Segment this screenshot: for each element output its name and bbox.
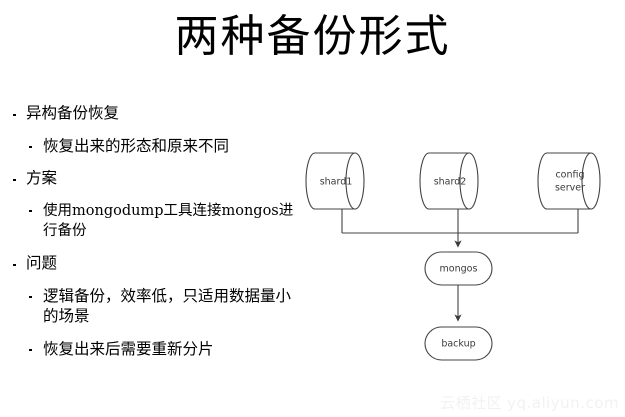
node-label-backup: backup [441, 339, 475, 350]
list-item: 逻辑备份，效率低，只适用数据量小的场景 [0, 286, 305, 326]
list-item: 使用mongodump工具连接mongos进行备份 [0, 201, 305, 241]
list-item: 方案 [0, 169, 305, 188]
list-item-label: 使用mongodump工具连接mongos进行备份 [43, 203, 294, 239]
node-shard1 [305, 152, 365, 210]
list-item: 异构备份恢复 [0, 104, 305, 123]
node-config-server [537, 152, 601, 210]
node-label-mongos: mongos [440, 264, 478, 275]
list-item-label: 方案 [26, 169, 58, 187]
bullet-dot-icon [13, 178, 16, 182]
node-label-shard1: shard1 [320, 177, 353, 188]
bullet-dot-icon [13, 113, 16, 117]
node-label-config-line1: config [555, 170, 584, 181]
watermark-cn-text: 云栖社区 [440, 394, 503, 412]
page-title: 两种备份形式 [174, 11, 451, 62]
bullet-dot-icon [29, 295, 32, 299]
bullet-dot-icon [29, 209, 32, 213]
architecture-diagram: shard1 shard2 config server mongos backu… [300, 140, 625, 390]
edge-bus [341, 209, 579, 234]
list-item-label: 恢复出来后需要重新分片 [43, 340, 214, 358]
list-item-label: 问题 [26, 254, 58, 272]
list-item: 恢复出来后需要重新分片 [0, 339, 305, 359]
bullet-list: 异构备份恢复 恢复出来的形态和原来不同 方案 使用mongodump工具连接mo… [0, 104, 305, 372]
node-shard2 [419, 152, 479, 210]
watermark-url-text: yq.aliyun.com [507, 394, 619, 412]
node-label-shard2: shard2 [434, 177, 467, 188]
list-item-label: 异构备份恢复 [26, 104, 120, 122]
bullet-dot-icon [29, 145, 32, 149]
list-item: 问题 [0, 254, 305, 273]
list-item-label: 恢复出来的形态和原来不同 [43, 137, 230, 155]
node-backup [424, 326, 493, 361]
list-item: 恢复出来的形态和原来不同 [0, 136, 305, 156]
bullet-dot-icon [29, 348, 32, 352]
node-label-config-line2: server [555, 183, 585, 194]
list-item-label: 逻辑备份，效率低，只适用数据量小的场景 [43, 287, 292, 325]
bullet-dot-icon [13, 263, 16, 267]
